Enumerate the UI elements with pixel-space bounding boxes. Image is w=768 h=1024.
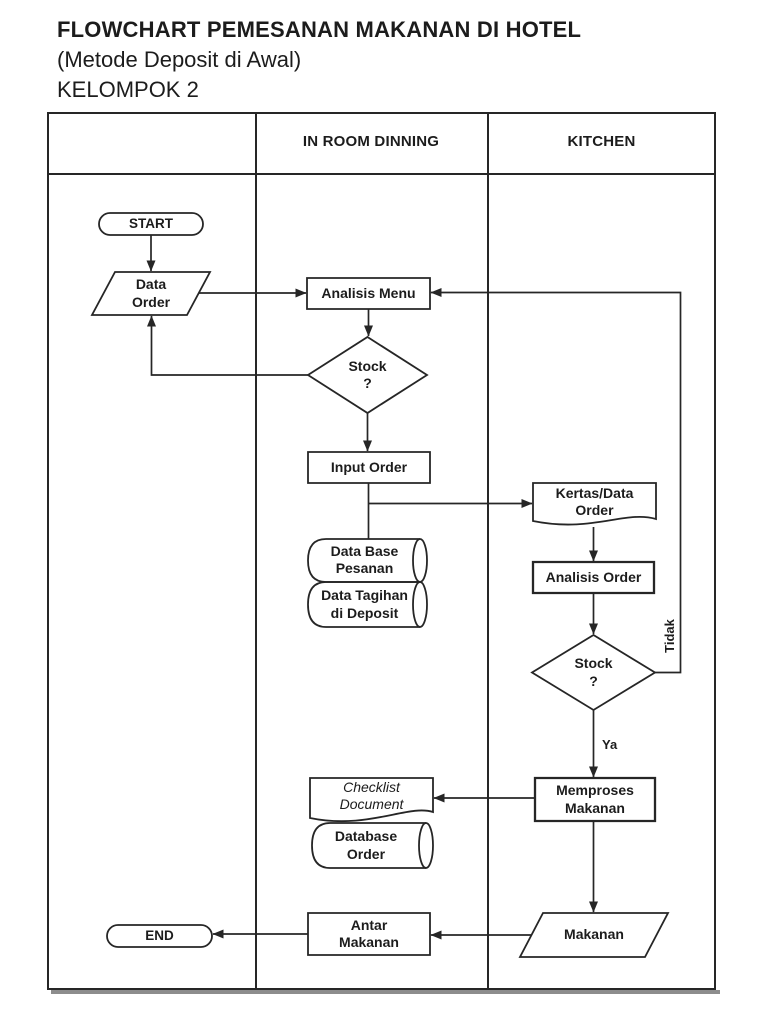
database-order-label: Database Order: [334, 828, 398, 862]
lane-header-in-room-dinning: IN ROOM DINNING: [302, 133, 440, 150]
page-subtitle: (Metode Deposit di Awal): [57, 47, 302, 72]
memproses-makanan-label: Memproses Makanan: [556, 782, 634, 816]
end-terminator-shape: [107, 925, 212, 947]
checklist-document-shape: [310, 778, 433, 821]
analisis-menu-label: Analisis Menu: [321, 284, 416, 301]
start-label: START: [129, 215, 173, 231]
database-order-cylinder-cap: [419, 823, 433, 868]
page-group-label: KELOMPOK 2: [57, 77, 199, 102]
edge-stock-back-to-data-order: [147, 315, 309, 375]
lane-header-kitchen: KITCHEN: [567, 133, 636, 150]
analisis-order-process-shape: [533, 562, 654, 593]
page-title: FLOWCHART PEMESANAN MAKANAN DI HOTEL: [57, 17, 582, 42]
db-tagihan-label: Data Tagihan di Deposit: [321, 587, 408, 621]
swimlane-table: [47, 112, 716, 990]
input-order-process-shape: [308, 452, 430, 483]
stock-kitchen-label: Stock ?: [574, 655, 613, 689]
edge-label-ya: Ya: [602, 737, 618, 752]
table-bottom-shadow: [51, 990, 720, 994]
title-block: FLOWCHART PEMESANAN MAKANAN DI HOTEL (Me…: [57, 15, 581, 105]
database-order-cylinder-shape: [312, 823, 426, 868]
makanan-label: Makanan: [564, 926, 624, 943]
makanan-parallelogram-shape: [520, 913, 668, 957]
input-order-label: Input Order: [330, 458, 408, 475]
lane-divider-1: [255, 114, 257, 988]
db-tagihan-cylinder-shape: [308, 582, 420, 627]
kertas-data-order-label: Kertas/Data Order: [555, 484, 634, 518]
checklist-document-label: Checklist Document: [339, 778, 404, 812]
edge-label-tidak: Tidak: [662, 619, 677, 653]
stock-room-label: Stock ?: [348, 357, 387, 391]
analisis-order-label: Analisis Order: [545, 568, 642, 585]
header-divider: [49, 173, 714, 175]
kertas-data-order-document-shape: [533, 483, 656, 525]
antar-makanan-label: Antar Makanan: [339, 916, 399, 950]
antar-makanan-process-shape: [308, 913, 430, 955]
data-order-label: Data Order: [131, 276, 171, 310]
db-tagihan-cylinder-cap: [413, 582, 427, 627]
db-pesanan-label: Data Base Pesanan: [330, 542, 399, 576]
data-order-parallelogram-shape: [92, 272, 210, 315]
edge-stock-tidak-to-analisis-menu: [430, 288, 681, 673]
end-label: END: [145, 927, 174, 943]
lane-divider-2: [487, 114, 489, 988]
db-pesanan-cylinder-shape: [308, 539, 420, 582]
memproses-makanan-process-shape: [535, 778, 655, 821]
